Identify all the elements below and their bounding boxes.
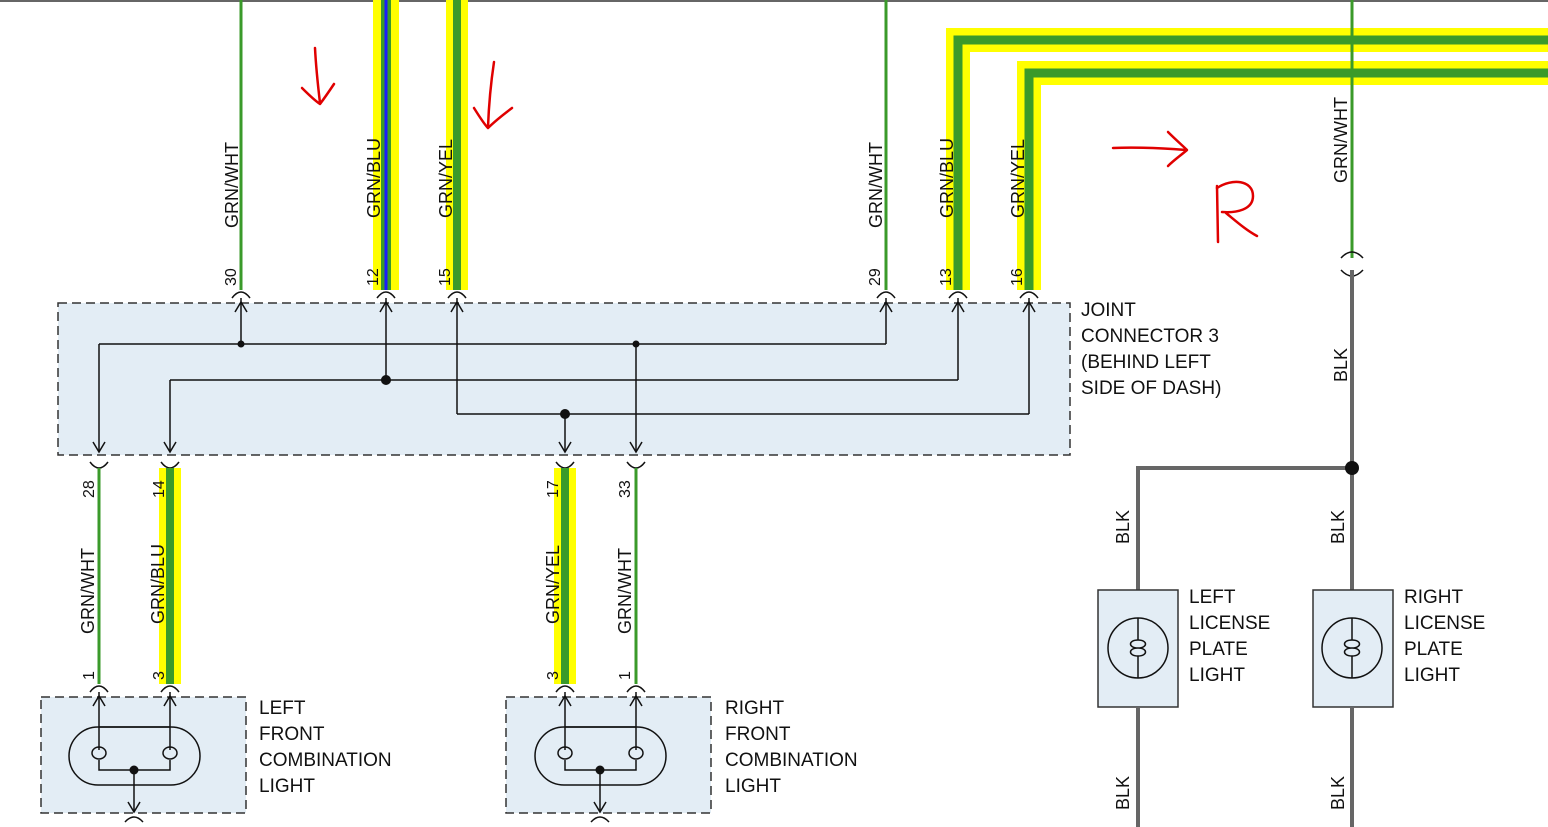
right-license-wire-below: BLK: [1328, 776, 1348, 810]
right-license-plate-light: [1312, 589, 1394, 827]
wire-label-bottom-14: GRN/BLU: [148, 544, 168, 624]
left-front-combination-light: 1 3: [40, 671, 247, 823]
wire-top-16: [1017, 61, 1548, 290]
wire-label-top-15: GRN/YEL: [436, 139, 456, 218]
svg-text:JOINT: JOINT: [1081, 300, 1136, 321]
svg-text:LICENSE: LICENSE: [1404, 613, 1485, 634]
svg-text:COMBINATION: COMBINATION: [725, 750, 858, 771]
wire-label-top-16: GRN/YEL: [1008, 139, 1028, 218]
svg-text:PLATE: PLATE: [1404, 639, 1463, 660]
svg-text:LIGHT: LIGHT: [259, 776, 315, 797]
joint-connector-label: JOINT CONNECTOR 3 (BEHIND LEFT SIDE OF D…: [1081, 300, 1221, 399]
pin-number-bottom-28: 28: [81, 480, 98, 498]
svg-text:SIDE OF DASH): SIDE OF DASH): [1081, 378, 1221, 399]
pin-number-top-16: 16: [1009, 268, 1026, 286]
svg-text:LEFT: LEFT: [259, 698, 306, 719]
pin-number-bottom-17: 17: [545, 480, 562, 498]
svg-text:FRONT: FRONT: [725, 724, 791, 745]
wire-label-top-29: GRN/WHT: [866, 142, 886, 228]
right-license-wire-above: BLK: [1328, 510, 1348, 544]
svg-text:PLATE: PLATE: [1189, 639, 1248, 660]
svg-text:LICENSE: LICENSE: [1189, 613, 1270, 634]
left-front-combination-light-label: LEFT FRONT COMBINATION LIGHT: [259, 698, 392, 797]
svg-text:LIGHT: LIGHT: [1404, 665, 1460, 686]
annotation-arrow-down-2: [472, 60, 514, 130]
annotation-letter-r: [1215, 180, 1259, 244]
left-license-plate-light: [1097, 589, 1179, 827]
left-front-pin-1: 1: [81, 671, 98, 680]
right-license-plate-light-label: RIGHT LICENSE PLATE LIGHT: [1404, 587, 1485, 686]
wire-label-bottom-33: GRN/WHT: [615, 548, 635, 634]
right-front-pin-3: 3: [545, 671, 562, 680]
svg-text:FRONT: FRONT: [259, 724, 325, 745]
joint-connector-box: [57, 302, 1071, 456]
license-feed-top-label: GRN/WHT: [1331, 97, 1351, 183]
top-pin-connectors: [231, 291, 1039, 299]
joint-internal-wiring: [92, 298, 1036, 454]
wire-label-top-13: GRN/BLU: [937, 138, 957, 218]
license-feed-wire: [1136, 0, 1364, 590]
annotation-arrow-down-1: [300, 46, 336, 106]
svg-text:COMBINATION: COMBINATION: [259, 750, 392, 771]
svg-text:RIGHT: RIGHT: [725, 698, 785, 719]
svg-text:(BEHIND LEFT: (BEHIND LEFT: [1081, 352, 1211, 373]
svg-text:CONNECTOR 3: CONNECTOR 3: [1081, 326, 1219, 347]
pin-number-top-15: 15: [437, 268, 454, 286]
bottom-pin-connectors: [89, 461, 646, 469]
svg-text:LEFT: LEFT: [1189, 587, 1236, 608]
wire-label-bottom-28: GRN/WHT: [78, 548, 98, 634]
wire-label-top-12: GRN/BLU: [364, 138, 384, 218]
left-license-wire-above: BLK: [1113, 510, 1133, 544]
pin-number-top-29: 29: [867, 268, 884, 286]
right-front-combination-light-label: RIGHT FRONT COMBINATION LIGHT: [725, 698, 858, 797]
wire-label-bottom-17: GRN/YEL: [543, 545, 563, 624]
annotation-arrow-right: [1111, 130, 1189, 168]
right-front-pin-1: 1: [617, 671, 634, 680]
license-feed-blk-label: BLK: [1331, 348, 1351, 382]
pin-number-top-13: 13: [938, 268, 955, 286]
pin-number-bottom-14: 14: [151, 480, 168, 498]
svg-text:LIGHT: LIGHT: [725, 776, 781, 797]
right-front-combination-light: 3 1: [505, 671, 712, 823]
left-license-plate-light-label: LEFT LICENSE PLATE LIGHT: [1189, 587, 1270, 686]
svg-text:LIGHT: LIGHT: [1189, 665, 1245, 686]
left-license-wire-below: BLK: [1113, 776, 1133, 810]
wire-label-top-30: GRN/WHT: [222, 142, 242, 228]
junction-dots: [237, 340, 640, 419]
pin-number-bottom-33: 33: [617, 480, 634, 498]
pin-number-top-12: 12: [365, 268, 382, 286]
left-front-pin-3: 3: [151, 671, 168, 680]
pin-number-top-30: 30: [223, 268, 240, 286]
svg-text:RIGHT: RIGHT: [1404, 587, 1464, 608]
